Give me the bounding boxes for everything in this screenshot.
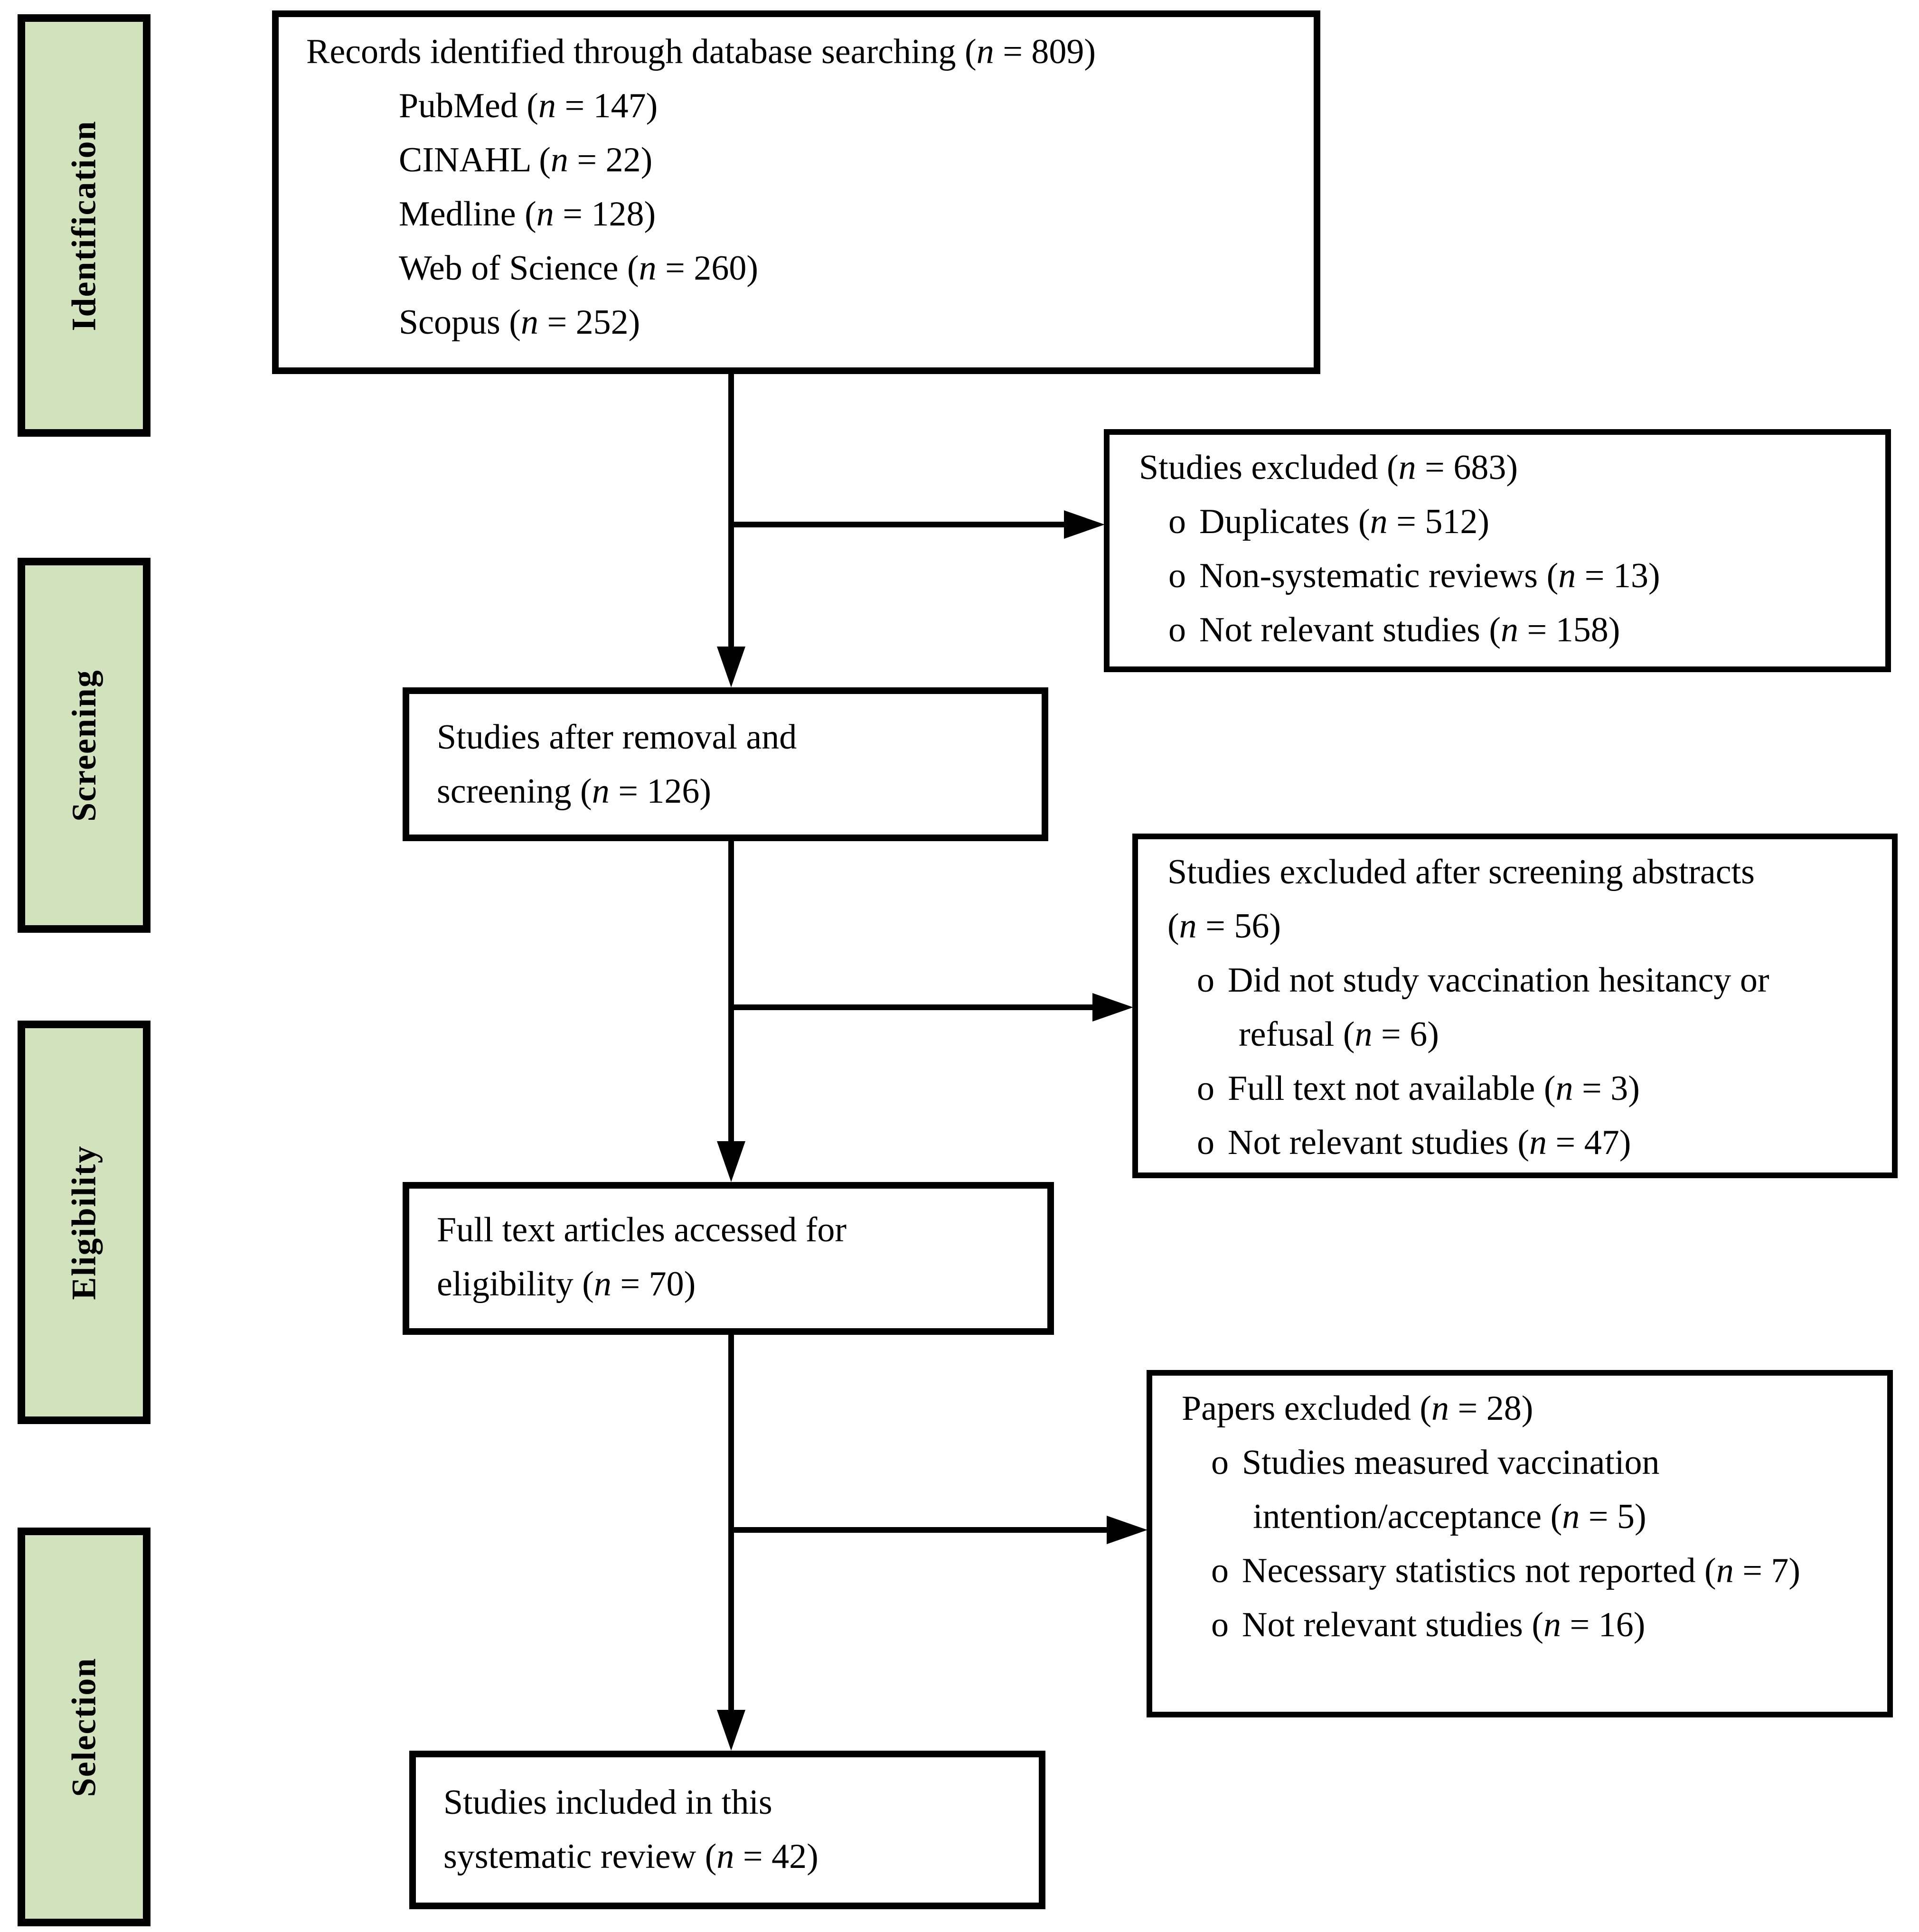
exclusion-item: o Full text not available (n = 3) xyxy=(1167,1061,1873,1116)
exclusion-item: o Not relevant studies (n = 47) xyxy=(1167,1116,1873,1170)
stage-box-identification: Identification xyxy=(18,14,151,437)
records-identified-title: Records identified through database sear… xyxy=(306,32,1096,71)
records-identified-box: Records identified through database sear… xyxy=(272,10,1320,374)
flow-line-vertical-2 xyxy=(728,841,734,1141)
circle-bullet-icon: o xyxy=(1168,502,1186,541)
stage-box-screening: Screening xyxy=(18,558,151,933)
exclusion-item: o Not relevant studies (n = 16) xyxy=(1182,1598,1868,1652)
arrow-down-icon-1 xyxy=(717,647,745,687)
exclusion-item: o Non-systematic reviews (n = 13) xyxy=(1139,549,1866,603)
exclusion-title: Studies excluded (n = 683) xyxy=(1139,448,1518,487)
exclusion-item-text: Duplicates (n = 512) xyxy=(1199,502,1489,541)
circle-bullet-icon: o xyxy=(1168,610,1186,649)
circle-bullet-icon: o xyxy=(1197,1123,1214,1162)
stage-box-selection: Selection xyxy=(18,1528,151,1926)
studies-included-text: Studies included in this systematic revi… xyxy=(443,1783,818,1876)
flow-line-branch-3 xyxy=(731,1527,1109,1533)
arrow-down-icon-3 xyxy=(717,1710,745,1751)
database-source-pubmed: PubMed (n = 147) xyxy=(399,86,658,125)
stage-label-selection: Selection xyxy=(65,1657,103,1797)
exclusion-item-text: Did not study vaccination hesitancy or r… xyxy=(1228,961,1769,1054)
exclusion-item-text: Not relevant studies (n = 47) xyxy=(1228,1123,1631,1162)
studies-excluded-box: Studies excluded (n = 683) o Duplicates (… xyxy=(1104,429,1891,672)
exclusion-item: o Necessary statistics not reported (n = … xyxy=(1182,1544,1868,1598)
stage-label-eligibility: Eligibility xyxy=(65,1144,103,1300)
flow-line-branch-2 xyxy=(731,1004,1097,1010)
exclusion-item-text: Necessary statistics not reported (n = 7… xyxy=(1242,1551,1801,1590)
arrow-down-icon-2 xyxy=(717,1141,745,1182)
exclusion-item-text: Not relevant studies (n = 158) xyxy=(1199,610,1620,649)
studies-after-screening-box: Studies after removal and screening (n =… xyxy=(403,687,1048,841)
exclusion-title: Studies excluded after screening abstrac… xyxy=(1167,853,1755,946)
papers-excluded-box: Papers excluded (n = 28) o Studies measur… xyxy=(1147,1370,1893,1717)
exclusion-title: Papers excluded (n = 28) xyxy=(1182,1389,1533,1428)
circle-bullet-icon: o xyxy=(1197,961,1214,1000)
full-text-eligibility-text: Full text articles accessed for eligibil… xyxy=(437,1210,847,1304)
exclusion-item-text: Non-systematic reviews (n = 13) xyxy=(1199,556,1660,595)
exclusion-item-text: Studies measured vaccination intention/a… xyxy=(1242,1443,1660,1536)
database-source-medline: Medline (n = 128) xyxy=(399,195,656,234)
database-source-cinahl: CINAHL (n = 22) xyxy=(399,141,653,179)
studies-after-screening-text: Studies after removal and screening (n =… xyxy=(437,718,797,811)
database-source-scopus: Scopus (n = 252) xyxy=(399,303,640,342)
circle-bullet-icon: o xyxy=(1168,556,1186,595)
exclusion-item: o Did not study vaccination hesitancy or … xyxy=(1167,953,1873,1061)
arrow-right-icon-3 xyxy=(1107,1516,1148,1544)
exclusion-item-text: Full text not available (n = 3) xyxy=(1228,1069,1640,1108)
stage-label-screening: Screening xyxy=(65,669,103,822)
circle-bullet-icon: o xyxy=(1211,1605,1229,1644)
abstract-screening-excluded-box: Studies excluded after screening abstrac… xyxy=(1132,834,1898,1178)
full-text-eligibility-box: Full text articles accessed for eligibil… xyxy=(403,1182,1054,1335)
flow-line-vertical-3 xyxy=(728,1335,734,1710)
circle-bullet-icon: o xyxy=(1211,1551,1229,1590)
flow-line-branch-1 xyxy=(731,522,1066,527)
flow-line-vertical-1 xyxy=(728,374,734,647)
stage-label-identification: Identification xyxy=(65,120,103,331)
exclusion-item: o Not relevant studies (n = 158) xyxy=(1139,603,1866,657)
stage-box-eligibility: Eligibility xyxy=(18,1021,151,1424)
arrow-right-icon-1 xyxy=(1064,510,1105,539)
database-source-web-of-science: Web of Science (n = 260) xyxy=(399,249,759,288)
circle-bullet-icon: o xyxy=(1211,1443,1229,1482)
circle-bullet-icon: o xyxy=(1197,1069,1214,1108)
arrow-right-icon-2 xyxy=(1092,993,1133,1022)
studies-included-box: Studies included in this systematic revi… xyxy=(409,1751,1045,1909)
exclusion-item: o Duplicates (n = 512) xyxy=(1139,495,1866,549)
exclusion-item: o Studies measured vaccination intention/… xyxy=(1182,1435,1868,1544)
exclusion-item-text: Not relevant studies (n = 16) xyxy=(1242,1605,1646,1644)
